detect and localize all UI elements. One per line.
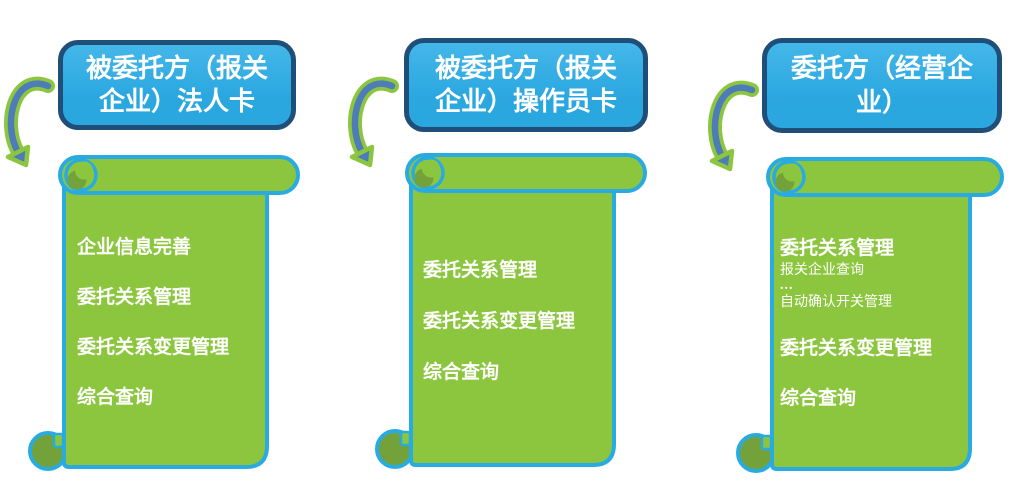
scroll-graphic-2 xyxy=(375,153,647,469)
menu-item: 委托关系变更管理 xyxy=(780,338,933,359)
card-header-3-label: 委托方（经营企业） xyxy=(790,54,973,117)
curved-arrow-icon-1 xyxy=(4,76,55,168)
menu-sub-item-ellipsis: ... xyxy=(780,278,794,293)
card-header-1: 被委托方（报关企业）法人卡 xyxy=(58,40,296,130)
menu-item: 委托关系管理 xyxy=(77,287,192,308)
card-header-3: 委托方（经营企业） xyxy=(762,38,1002,133)
card-header-2: 被委托方（报关企业）操作员卡 xyxy=(404,38,648,132)
menu-sub-item: 自动确认开关管理 xyxy=(780,295,892,310)
scroll-graphic-1 xyxy=(28,155,300,471)
menu-sub-item: 报关企业查询 xyxy=(780,263,864,278)
curved-arrow-icon-3 xyxy=(708,80,759,172)
menu-item: 委托关系变更管理 xyxy=(423,311,576,332)
curved-arrow-icon-2 xyxy=(348,76,399,168)
card-header-1-label: 被委托方（报关企业）法人卡 xyxy=(85,53,268,116)
menu-item: 综合查询 xyxy=(77,387,154,408)
menu-item: 委托关系管理 xyxy=(423,260,538,281)
menu-item: 委托关系变更管理 xyxy=(77,337,230,358)
menu-item: 综合查询 xyxy=(780,388,857,409)
menu-item: 委托关系管理 xyxy=(780,238,895,259)
menu-item: 综合查询 xyxy=(423,362,500,383)
scroll-graphic-3 xyxy=(736,157,1004,473)
card-header-2-label: 被委托方（报关企业）操作员卡 xyxy=(434,53,617,116)
menu-item: 企业信息完善 xyxy=(77,237,192,258)
